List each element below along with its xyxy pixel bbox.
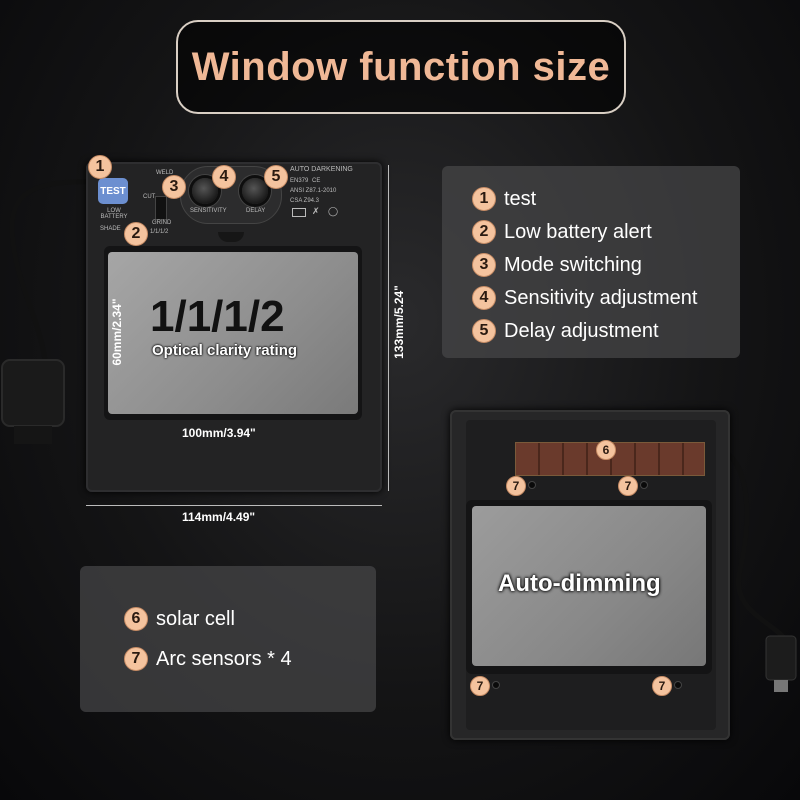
marker-7-top-right: 7 — [618, 476, 638, 496]
marker-7-top-left: 7 — [506, 476, 526, 496]
legend-badge: 2 — [472, 220, 496, 244]
screw-notch — [218, 232, 244, 242]
marker-5: 5 — [264, 165, 288, 189]
recycle-bin-icon: ✗ — [312, 206, 320, 216]
legend-badge: 7 — [124, 647, 148, 671]
legend-label: Arc sensors * 4 — [156, 647, 292, 670]
legend-bottom: 6 solar cell 7 Arc sensors * 4 — [80, 566, 376, 712]
legend-badge: 6 — [124, 607, 148, 631]
low-battery-label: LOW BATTERY — [100, 208, 128, 220]
arc-sensor — [492, 681, 500, 689]
title-box: Window function size — [176, 20, 626, 114]
legend-badge: 1 — [472, 187, 496, 211]
legend-label: Delay adjustment — [504, 319, 659, 342]
delay-knob[interactable] — [242, 178, 268, 204]
legend-label: Mode switching — [504, 253, 642, 276]
left-lens — [108, 252, 358, 414]
ce-mark: CE — [312, 178, 321, 184]
total-height-label: 133mm/5.24" — [392, 285, 406, 359]
test-button[interactable]: TEST — [98, 178, 128, 204]
legend-item: 3 Mode switching — [472, 252, 740, 278]
shade-value: 1/1/1/2 — [150, 229, 169, 235]
legend-badge: 4 — [472, 286, 496, 310]
sensitivity-label: SENSITIVITY — [190, 208, 227, 214]
total-width-label: 114mm/4.49" — [182, 510, 256, 524]
marker-6: 6 — [596, 440, 616, 460]
optical-rating-value: 1/1/1/2 — [150, 292, 285, 341]
marker-3: 3 — [162, 175, 186, 199]
en-label: EN379 — [290, 178, 309, 184]
legend-label: test — [504, 187, 537, 210]
mode-switch[interactable] — [155, 196, 167, 220]
arc-sensor — [674, 681, 682, 689]
csa-label: CSA Z94.3 — [290, 198, 320, 204]
marker-2: 2 — [124, 222, 148, 246]
view-width-label: 100mm/3.94" — [182, 426, 256, 440]
arc-sensor — [528, 481, 536, 489]
marker-7-bottom-left: 7 — [470, 676, 490, 696]
legend-item: 1 test — [472, 186, 740, 212]
auto-darkening-label: AUTO DARKENING — [290, 166, 353, 173]
right-cable — [718, 447, 797, 692]
marker-7-bottom-right: 7 — [652, 676, 672, 696]
battery-icon — [292, 208, 306, 217]
height-dimension-line — [388, 165, 389, 491]
left-cable — [1, 179, 96, 444]
weld-label: WELD — [156, 170, 174, 176]
page-title: Window function size — [191, 44, 611, 89]
optical-rating-label: Optical clarity rating — [152, 342, 298, 359]
auto-dimming-label: Auto-dimming — [498, 570, 661, 597]
legend-item: 7 Arc sensors * 4 — [124, 646, 376, 672]
view-height-label: 60mm/2.34" — [110, 298, 124, 366]
cut-label: CUT — [143, 194, 156, 200]
delay-label: DELAY — [246, 208, 266, 214]
legend-label: Low battery alert — [504, 220, 652, 243]
arc-sensor — [640, 481, 648, 489]
legend-item: 2 Low battery alert — [472, 219, 740, 245]
right-lens — [472, 506, 706, 666]
legend-badge: 3 — [472, 253, 496, 277]
ce-icon: ◯ — [328, 206, 339, 216]
ansi-label: ANSI Z87.1-2010 — [290, 188, 337, 194]
marker-1: 1 — [88, 155, 112, 179]
legend-label: solar cell — [156, 607, 235, 630]
legend-top: 1 test 2 Low battery alert 3 Mode switching… — [442, 166, 740, 358]
legend-item: 5 Delay adjustment — [472, 318, 740, 344]
legend-label: Sensitivity adjustment — [504, 286, 698, 309]
marker-4: 4 — [212, 165, 236, 189]
width-dimension-line — [86, 505, 382, 506]
grind-label: GRIND — [152, 220, 172, 226]
legend-item: 4 Sensitivity adjustment — [472, 285, 740, 311]
legend-item: 6 solar cell — [124, 606, 376, 632]
legend-badge: 5 — [472, 319, 496, 343]
shade-label: SHADE — [100, 226, 121, 232]
